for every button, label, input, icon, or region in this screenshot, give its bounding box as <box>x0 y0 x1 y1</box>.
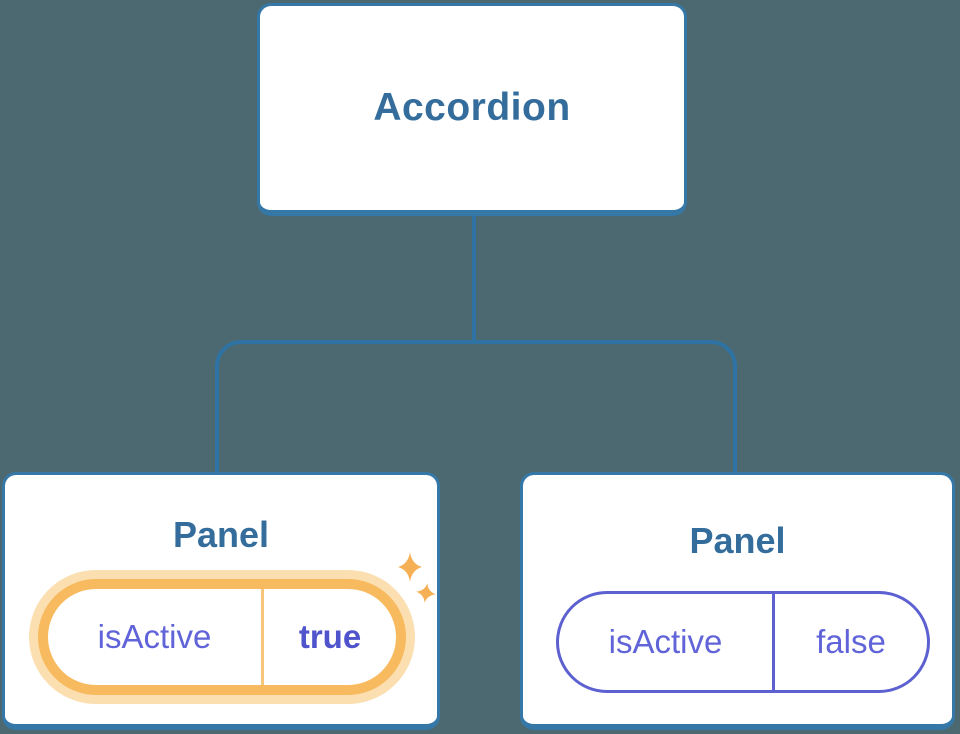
state-pill-inactive: isActive false <box>556 591 930 693</box>
accordion-label: Accordion <box>373 86 571 129</box>
state-name-cell: isActive <box>48 589 261 685</box>
connector-branch-line <box>215 340 737 472</box>
state-value-cell: true <box>264 589 396 685</box>
pill-divider <box>772 594 775 690</box>
panel-node-inactive: Panel isActive false <box>520 472 955 730</box>
connector-stem-line <box>472 216 476 344</box>
sparkle-icon <box>398 552 422 582</box>
state-name-label: isActive <box>608 623 723 660</box>
state-name-label: isActive <box>97 618 212 655</box>
sparkle-icon <box>416 583 436 603</box>
panel-node-active: Panel isActive true <box>2 472 440 730</box>
accordion-node: Accordion <box>257 3 687 216</box>
panel-title: Panel <box>172 514 270 555</box>
state-value-cell: false <box>775 594 927 690</box>
state-value-label: true <box>298 618 362 655</box>
panel-title: Panel <box>689 520 786 561</box>
state-value-label: false <box>816 623 886 660</box>
state-pill-active: isActive true <box>38 579 406 695</box>
pill-divider <box>261 589 264 685</box>
state-name-cell: isActive <box>559 594 772 690</box>
